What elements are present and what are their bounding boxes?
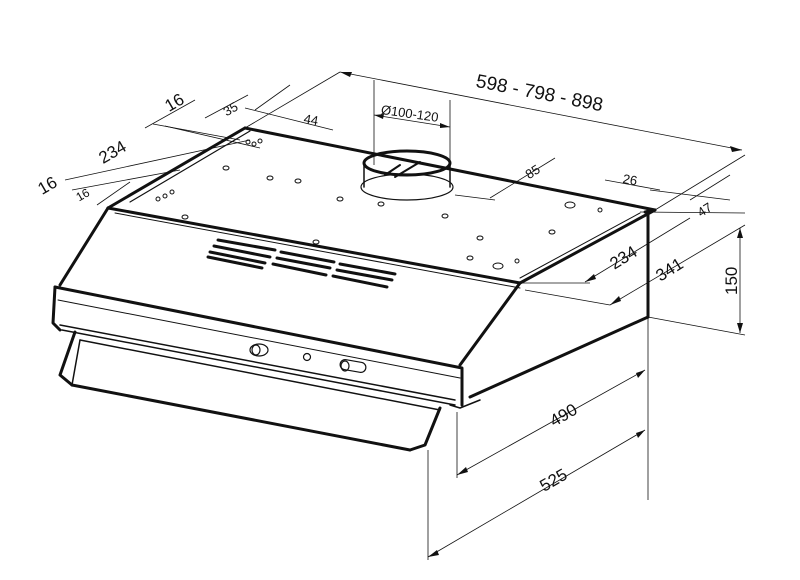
dim-height-150-label: 150	[722, 266, 741, 295]
dim-top-44-label: 44	[302, 111, 320, 129]
dim-right-26-label: 26	[621, 171, 639, 189]
